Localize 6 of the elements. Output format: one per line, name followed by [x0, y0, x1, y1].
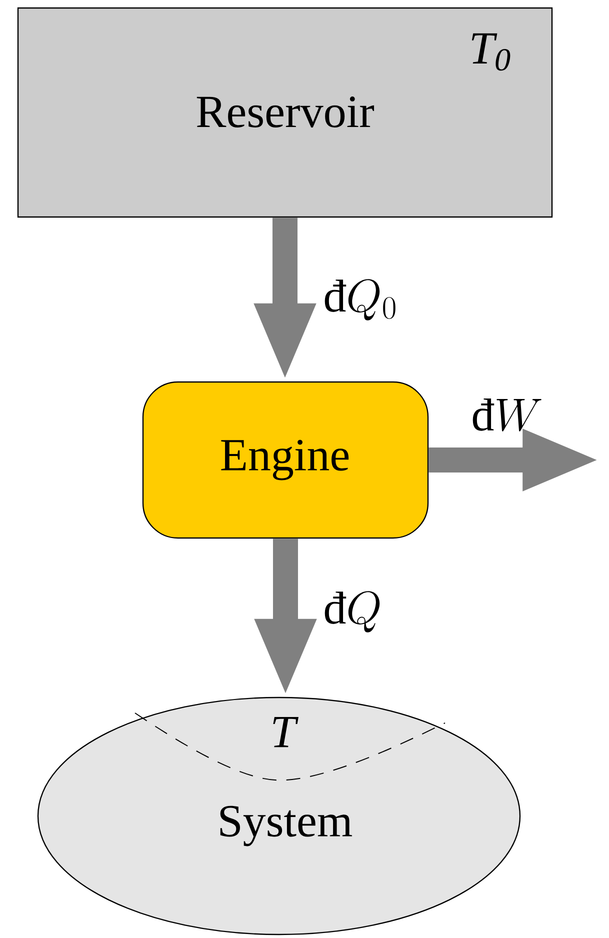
system-blob: T System	[37, 696, 521, 936]
engine-box: Engine	[142, 381, 429, 539]
reservoir-box: T$_{0}$ Reservoir	[17, 7, 553, 218]
edge-label: $\text{đ}Q_{0}$	[324, 279, 396, 320]
edge-label: $\text{đ}W$	[472, 398, 542, 432]
edge-label: $\text{đ}Q$	[324, 591, 380, 632]
